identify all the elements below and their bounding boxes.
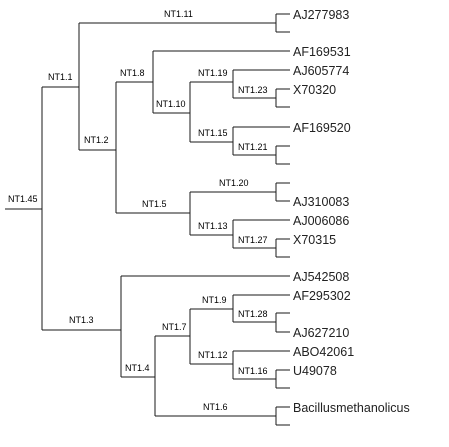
node-label-nt1-3: NT1.3 xyxy=(69,315,94,325)
node-label-nt1-2: NT1.2 xyxy=(84,135,109,145)
node-label-nt1-6: NT1.6 xyxy=(203,402,228,412)
leaf-label-aj310083: AJ310083 xyxy=(293,195,349,209)
leaf-label-abo42061: ABO42061 xyxy=(293,345,354,359)
leaf-label-aj277983: AJ277983 xyxy=(293,8,349,22)
node-label-nt1-8: NT1.8 xyxy=(120,68,145,78)
leaf-label-u49078: U49078 xyxy=(293,364,337,378)
node-label-nt1-27: NT1.27 xyxy=(238,235,268,245)
leaf-label-aj627210: AJ627210 xyxy=(293,326,349,340)
node-label-nt1-11: NT1.11 xyxy=(164,9,193,19)
node-label-nt1-45: NT1.45 xyxy=(8,194,38,204)
leaf-label-aj006086: AJ006086 xyxy=(293,214,349,228)
node-label-nt1-15: NT1.15 xyxy=(198,128,228,138)
node-label-nt1-16: NT1.16 xyxy=(238,366,268,376)
node-label-nt1-23: NT1.23 xyxy=(238,85,268,95)
node-label-nt1-19: NT1.19 xyxy=(198,68,228,78)
node-label-nt1-20: NT1.20 xyxy=(219,178,249,188)
leaf-label-af169520: AF169520 xyxy=(293,121,351,135)
leaf-label-x70315: X70315 xyxy=(293,233,336,247)
node-label-nt1-21: NT1.21 xyxy=(238,142,268,152)
node-label-nt1-28: NT1.28 xyxy=(238,309,268,319)
node-label-nt1-12: NT1.12 xyxy=(198,350,228,360)
leaf-label-aj542508: AJ542508 xyxy=(293,270,349,284)
node-label-nt1-7: NT1.7 xyxy=(162,322,187,332)
leaf-label-aj605774: AJ605774 xyxy=(293,64,349,78)
leaf-label-af169531: AF169531 xyxy=(293,45,351,59)
leaf-label-af295302: AF295302 xyxy=(293,289,351,303)
leaf-label-bacillusmethanolicus: Bacillusmethanolicus xyxy=(293,401,410,415)
node-label-nt1-1: NT1.1 xyxy=(48,72,73,82)
node-label-nt1-5: NT1.5 xyxy=(142,199,167,209)
node-label-nt1-10: NT1.10 xyxy=(156,99,186,109)
node-label-nt1-13: NT1.13 xyxy=(198,221,228,231)
leaf-label-x70320: X70320 xyxy=(293,83,336,97)
node-label-nt1-4: NT1.4 xyxy=(125,363,150,373)
node-label-nt1-9: NT1.9 xyxy=(202,295,227,305)
